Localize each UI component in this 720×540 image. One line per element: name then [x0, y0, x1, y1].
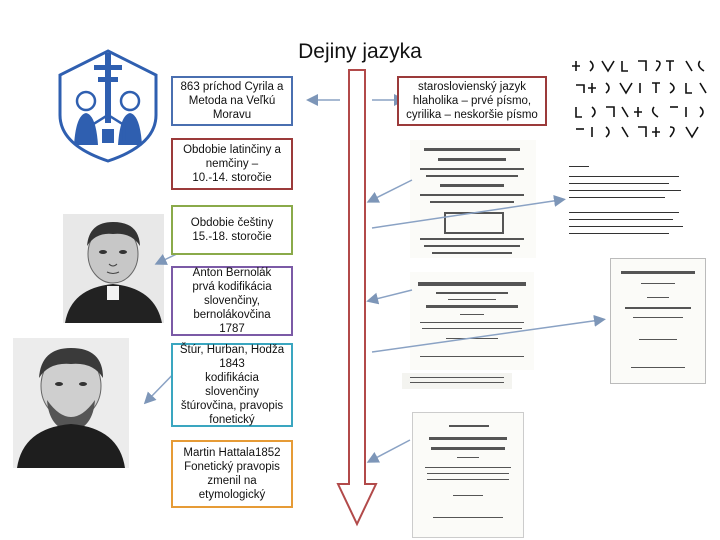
- book-page-alvari-icon: [410, 140, 536, 258]
- box-czech-period: Obdobie češtiny 15.-18. storočie: [171, 205, 293, 255]
- box-hattala: Martin Hattala1852 Fonetický pravopis zm…: [171, 440, 293, 508]
- manuscript-icon: [565, 160, 705, 245]
- timeline-arrow: [336, 69, 378, 527]
- cyril-methodius-emblem-icon: [58, 49, 158, 163]
- page-title: Dejiny jazyka: [298, 40, 422, 63]
- book-page-grammatica-icon: [410, 272, 534, 370]
- glagolitic-alphabet-icon: [568, 55, 714, 141]
- box-latin-german-period: Obdobie latinčiny a nemčiny – 10.-14. st…: [171, 138, 293, 190]
- book-strip-icon: [402, 373, 512, 389]
- book-page-narecja-icon: [610, 258, 706, 384]
- bernolak-portrait-icon: [63, 214, 164, 323]
- arrow-mluwnica: [366, 439, 411, 463]
- book-page-mluwnica-icon: [412, 412, 524, 538]
- arrow-narecja: [371, 314, 606, 353]
- box-old-slavonic: staroslovienský jazyk hlaholika – prvé p…: [397, 76, 547, 126]
- stur-portrait-icon: [13, 338, 129, 468]
- arrow-alvari: [366, 179, 413, 203]
- box-cyril-methodius: 863 príchod Cyrila a Metoda na Veľkú Mor…: [171, 76, 293, 126]
- arrow-grammatica: [366, 289, 413, 305]
- arrow-manuscript: [371, 194, 566, 229]
- box-stur-hurban-hodza: Štúr, Hurban, Hodža 1843 kodifikácia slo…: [171, 343, 293, 427]
- box-bernolak: Anton Bernolák prvá kodifikácia slovenči…: [171, 266, 293, 336]
